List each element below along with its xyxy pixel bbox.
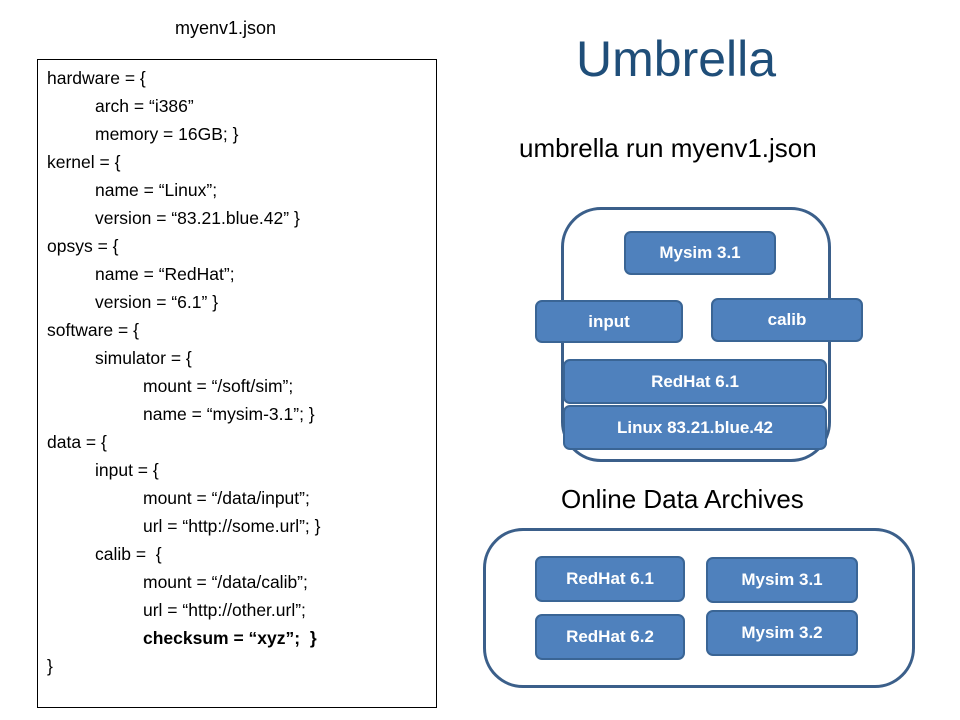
config-line: simulator = { [95, 348, 192, 368]
env-linux-label: Linux 83.21.blue.42 [617, 417, 773, 437]
config-line: checksum = “xyz”; } [143, 628, 317, 648]
config-line: hardware = { [47, 68, 146, 88]
config-code-box: hardware = { arch = “i386” memory = 16GB; … [37, 59, 437, 708]
archives-container [483, 528, 915, 688]
config-line: opsys = { [47, 236, 119, 256]
config-line: version = “83.21.blue.42” } [95, 208, 300, 228]
config-line: arch = “i386” [95, 96, 194, 116]
env-calib-block: calib [711, 298, 863, 342]
config-line: name = “RedHat”; [95, 264, 235, 284]
env-linux-block: Linux 83.21.blue.42 [563, 405, 827, 450]
env-input-label: input [588, 311, 630, 331]
archive-mysim-3-2-label: Mysim 3.2 [741, 623, 823, 642]
archive-mysim-3-1-label: Mysim 3.1 [741, 570, 823, 589]
config-line: kernel = { [47, 152, 121, 172]
env-input-block: input [535, 300, 683, 343]
env-calib-label: calib [767, 310, 807, 329]
config-line: data = { [47, 432, 107, 452]
config-line: mount = “/data/input”; [143, 488, 310, 508]
config-line: name = “mysim-3.1”; } [143, 404, 315, 424]
config-line: } [47, 656, 53, 676]
archive-redhat-6-2-label: RedHat 6.2 [566, 627, 654, 646]
config-file-label: myenv1.json [175, 18, 277, 38]
archives-title: Online Data Archives [561, 484, 804, 514]
archive-redhat-6-2: RedHat 6.2 [535, 614, 685, 660]
config-line: url = “http://some.url”; } [143, 516, 321, 536]
config-line: calib = { [95, 544, 162, 564]
page-title: Umbrella [576, 31, 777, 87]
env-mysim-block: Mysim 3.1 [624, 231, 776, 275]
archive-mysim-3-1: Mysim 3.1 [706, 557, 858, 603]
config-line: name = “Linux”; [95, 180, 218, 200]
env-mysim-label: Mysim 3.1 [659, 243, 741, 262]
archive-redhat-6-1: RedHat 6.1 [535, 556, 685, 602]
config-line: memory = 16GB; } [95, 124, 239, 144]
config-line: mount = “/data/calib”; [143, 572, 308, 592]
archive-redhat-6-1-label: RedHat 6.1 [566, 569, 654, 588]
config-line: mount = “/soft/sim”; [143, 376, 294, 396]
config-line: url = “http://other.url”; [143, 600, 306, 620]
config-line: version = “6.1” } [95, 292, 219, 312]
archive-mysim-3-2: Mysim 3.2 [706, 610, 858, 656]
config-line: software = { [47, 320, 139, 340]
command-text: umbrella run myenv1.json [519, 133, 817, 163]
config-line: input = { [95, 460, 159, 480]
env-redhat-block: RedHat 6.1 [563, 359, 827, 404]
env-redhat-label: RedHat 6.1 [651, 371, 739, 391]
